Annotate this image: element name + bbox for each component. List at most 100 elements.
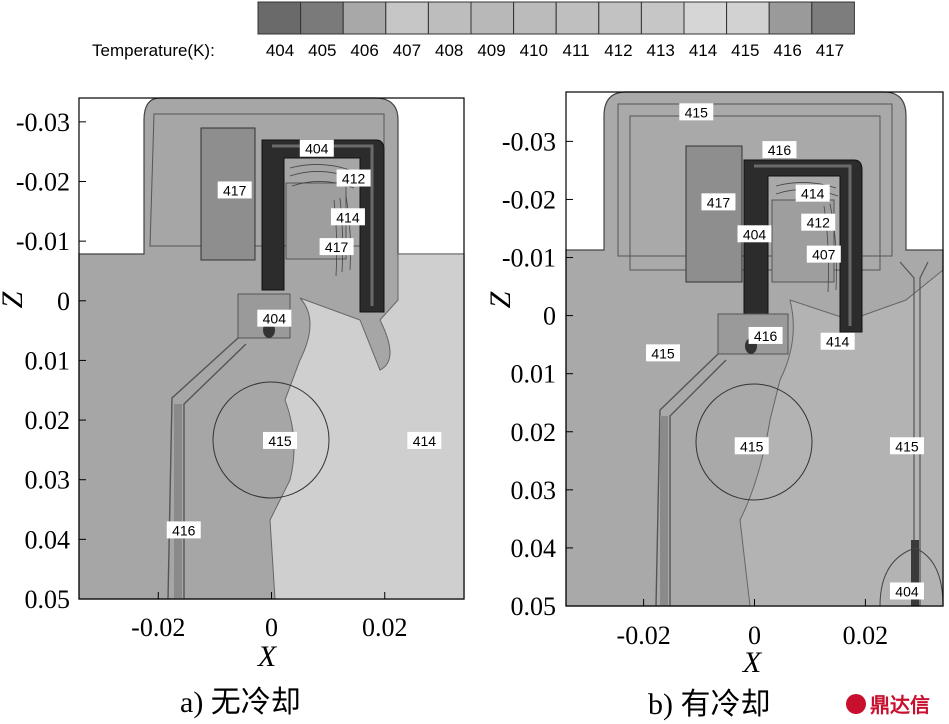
contour-label-bg: [257, 309, 292, 327]
contour-label-bg: [748, 326, 783, 344]
legend-swatch: [427, 1, 472, 35]
y-tick-label: 0.04: [511, 534, 557, 563]
y-tick-label: -0.02: [502, 185, 556, 214]
contour-label: 414: [826, 334, 850, 350]
contour-label-bg: [262, 431, 297, 449]
legend-swatch: [683, 1, 728, 35]
contour-label: 415: [651, 345, 675, 361]
legend-level-label: 407: [393, 41, 421, 60]
panel-a: -0.03 -0.02 -0.01 0 0.01 0.02 0.03 0.04 0.05 -0.…: [0, 97, 465, 719]
contour-label-bg: [795, 184, 830, 202]
legend-level-label: 406: [350, 41, 378, 60]
y-tick-label: -0.03: [502, 127, 556, 156]
contour-label-bg: [889, 437, 924, 455]
contour-label: 412: [807, 215, 831, 231]
contour-label-bg: [336, 169, 371, 187]
y-tick-label: -0.01: [502, 244, 556, 273]
x-tick-label: -0.02: [131, 613, 185, 642]
legend-level-label: 412: [604, 41, 632, 60]
y-tick-label: 0.01: [25, 346, 71, 375]
watermark: 鼎达信: [846, 693, 930, 717]
y-tick-label: 0.01: [511, 360, 557, 389]
panel-a-x-ticks: -0.02 0 0.02: [131, 592, 407, 642]
legend-swatch: [300, 1, 344, 35]
y-tick-label: 0.04: [25, 525, 71, 554]
contour-label-bg: [762, 141, 797, 159]
y-tick-label: 0: [57, 287, 70, 316]
watermark-logo-icon: [846, 694, 866, 714]
contour-label: 404: [743, 226, 767, 242]
contour-label-bg: [299, 139, 334, 157]
panel-a-x-axis-label: X: [257, 640, 278, 673]
panel-b-y-axis-label: Z: [484, 291, 517, 308]
panel-a-y-ticks: -0.03 -0.02 -0.01 0 0.01 0.02 0.03 0.04 0.05: [16, 108, 86, 614]
panel-a-channel-fill: [174, 404, 182, 599]
y-tick-label: -0.02: [16, 168, 70, 197]
panel-b-cooling-contour: [879, 547, 944, 607]
panel-a-circle: [212, 381, 330, 499]
y-tick-label: 0: [543, 302, 556, 331]
legend-swatch: [555, 1, 600, 35]
panel-b-channel-fill: [660, 416, 668, 606]
legend-level-label: 411: [563, 41, 590, 60]
panel-b-circle: [695, 383, 813, 501]
contour-label-bg: [646, 344, 681, 362]
y-tick-label: 0.02: [25, 406, 71, 435]
legend-level-label: 415: [731, 41, 759, 60]
panel-a-y-axis-label: Z: [0, 291, 29, 308]
x-tick-label: 0.02: [843, 621, 889, 650]
legend-level-label: 416: [773, 41, 801, 60]
y-tick-label: 0.03: [25, 466, 71, 495]
panel-b-cavity: [771, 199, 835, 283]
y-tick-label: 0.02: [511, 418, 557, 447]
y-tick-label: -0.03: [16, 108, 70, 137]
legend-swatch: [811, 1, 855, 35]
contour-label: 412: [342, 171, 366, 187]
contour-label-bg: [737, 225, 772, 243]
legend-swatch: [257, 1, 302, 35]
legend-level-label: 408: [435, 41, 463, 60]
contour-label-bg: [330, 208, 365, 226]
legend-level-label: 417: [816, 41, 844, 60]
contour-label-bg: [217, 181, 252, 199]
x-tick-label: 0: [265, 613, 278, 642]
panel-b-pipe-core: [754, 164, 852, 326]
contour-label: 414: [801, 186, 825, 202]
panel-b-x-ticks: -0.02 0 0.02: [617, 599, 889, 650]
legend-level-label: 410: [520, 41, 548, 60]
contour-label: 415: [740, 438, 764, 454]
contour-label: 416: [768, 142, 792, 158]
panel-b-cooling-tube: [899, 261, 929, 606]
contour-label: 417: [325, 239, 349, 255]
legend-swatch: [640, 1, 685, 35]
legend-level-label: 404: [266, 41, 294, 60]
contour-label-bg: [801, 213, 836, 231]
contour-label-bg: [820, 332, 855, 350]
y-tick-label: 0.05: [25, 585, 71, 614]
contour-label: 404: [305, 141, 329, 157]
contour-label-bg: [806, 245, 841, 263]
watermark-text: 鼎达信: [870, 693, 930, 717]
contour-label-bg: [889, 582, 924, 600]
panel-b-x-axis-label: X: [742, 646, 763, 679]
legend-swatches: [257, 1, 855, 35]
contour-label: 404: [895, 583, 919, 599]
contour-label-bg: [679, 103, 714, 121]
panel-a-caption: a) 无冷却: [180, 686, 301, 719]
legend-swatch: [470, 1, 515, 35]
x-tick-label: 0: [748, 621, 761, 650]
contour-label: 404: [263, 311, 287, 327]
y-tick-label: 0.05: [511, 592, 557, 621]
panel-a-zone-414: [269, 253, 465, 600]
y-tick-label: -0.01: [16, 227, 70, 256]
contour-label: 415: [895, 438, 919, 454]
legend-swatch: [598, 1, 642, 35]
contour-label: 417: [707, 194, 731, 210]
x-tick-label: 0.02: [362, 613, 408, 642]
panel-b-contour-inner: [629, 115, 881, 271]
x-tick-label: -0.02: [617, 621, 671, 650]
